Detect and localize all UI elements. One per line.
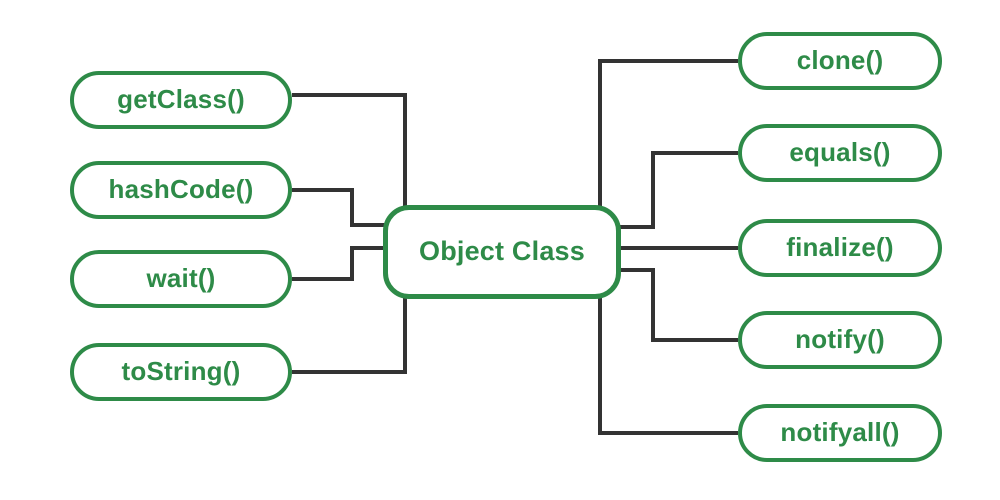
connector-hashcode: [292, 188, 386, 227]
connector-tostring: [292, 272, 407, 374]
connector-getclass: [292, 93, 407, 232]
node-equals[interactable]: equals(): [738, 124, 942, 182]
connector-clone: [598, 59, 738, 232]
node-getclass[interactable]: getClass(): [70, 71, 292, 129]
node-notifyall[interactable]: notifyall(): [738, 404, 942, 462]
node-label: notify(): [795, 324, 885, 354]
connector-notify: [616, 268, 738, 342]
node-label: notifyall(): [780, 417, 900, 447]
connector-notifyall: [598, 272, 738, 435]
node-label: hashCode(): [108, 174, 254, 204]
connector-equals: [616, 151, 738, 229]
node-wait[interactable]: wait(): [70, 250, 292, 308]
node-label: equals(): [789, 137, 891, 167]
node-label: finalize(): [786, 232, 894, 262]
node-tostring[interactable]: toString(): [70, 343, 292, 401]
node-notify[interactable]: notify(): [738, 311, 942, 369]
node-label: wait(): [146, 263, 216, 293]
node-hashcode[interactable]: hashCode(): [70, 161, 292, 219]
connector-wait: [292, 246, 386, 281]
node-label: getClass(): [117, 84, 245, 114]
node-finalize[interactable]: finalize(): [738, 219, 942, 277]
node-object-class[interactable]: Object Class: [383, 205, 621, 299]
node-label: Object Class: [419, 235, 585, 266]
node-label: toString(): [121, 356, 241, 386]
node-label: clone(): [796, 45, 884, 75]
node-clone[interactable]: clone(): [738, 32, 942, 90]
